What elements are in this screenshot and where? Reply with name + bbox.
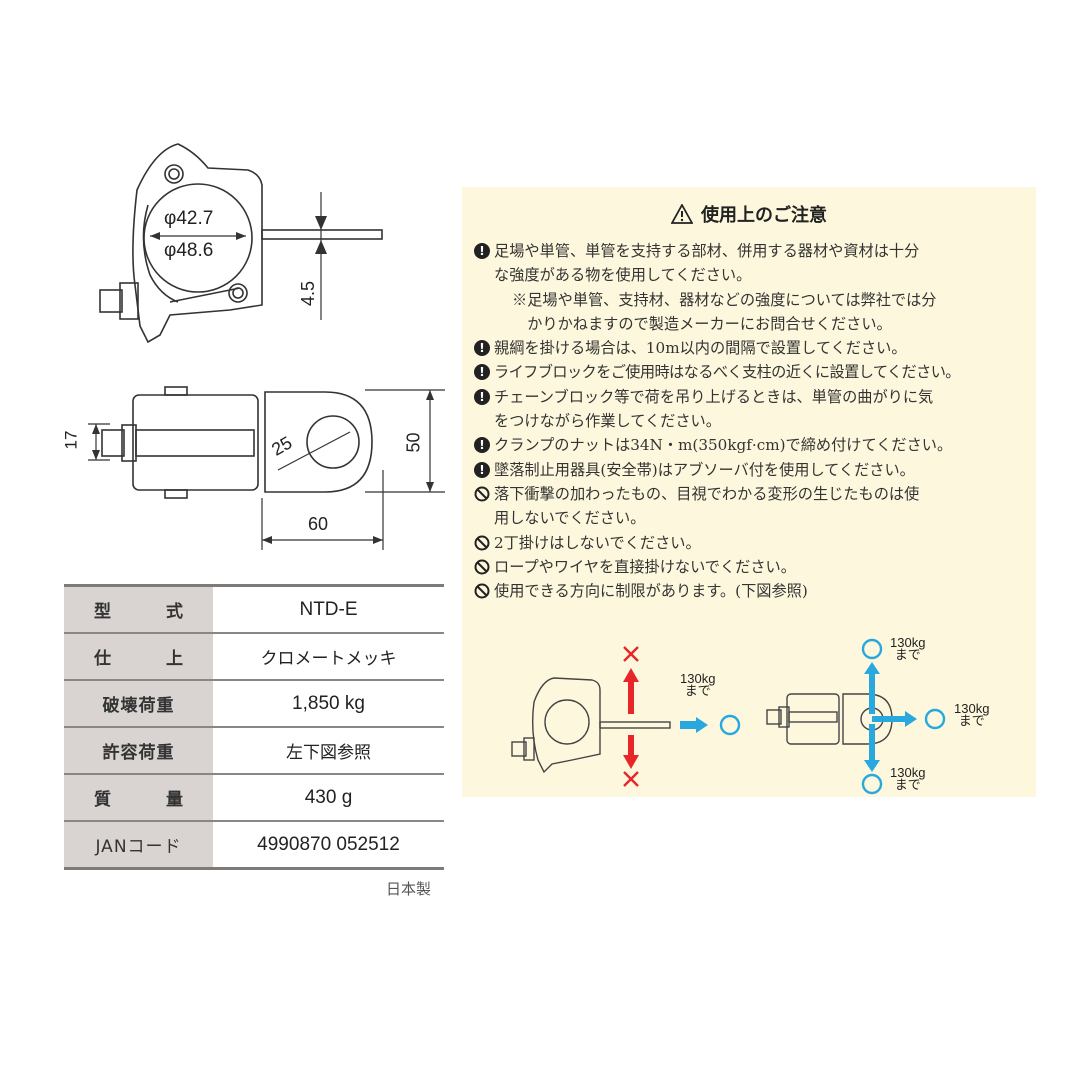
label-breaking-load: 破壊荷重: [102, 696, 175, 716]
dim-bolt-width: 17: [61, 430, 81, 450]
dim-height: 50: [403, 432, 424, 453]
list-item: 使用できる方向に制限があります。(下図参照): [474, 579, 1030, 603]
made-in-japan-note: 日本製: [386, 880, 432, 898]
prohibited-icon: [474, 559, 490, 575]
table-row: JANコード 4990870 052512: [64, 821, 444, 870]
prohibited-icon: [474, 486, 490, 502]
warning-triangle-icon: [671, 204, 693, 224]
dim-length: 60: [308, 514, 329, 534]
list-item: !ライフブロックをご使用時はなるべく支柱の近くに設置してください。: [474, 360, 1030, 384]
value-breaking-load: 1,850 kg: [213, 680, 444, 728]
clamp-top-view-drawing: [88, 386, 445, 550]
value-jan-code: 4990870 052512: [213, 821, 444, 870]
list-item: 2丁掛けはしないでください。: [474, 531, 1030, 555]
exclamation-icon: !: [474, 437, 490, 454]
clamp-side-view-drawing: [99, 143, 383, 344]
table-row: 型式 NTD-E: [64, 584, 444, 634]
label-model: 型: [94, 602, 111, 622]
list-item: !チェーンブロック等で荷を吊り上げるときは、単管の曲がりに気 をつけながら作業し…: [474, 385, 1030, 434]
caution-panel: 使用上のご注意 !足場や単管、単管を支持する部材、併用する器材や資材は十分 な強…: [462, 187, 1036, 797]
value-model: NTD-E: [213, 584, 444, 634]
side-load-diagram: [511, 646, 741, 787]
exclamation-icon: !: [474, 340, 490, 357]
label-mass: 質: [94, 790, 111, 810]
list-item: !墜落制止用器具(安全帯)はアブソーバ付を使用してください。: [474, 458, 1030, 482]
table-row: 質量 430 g: [64, 774, 444, 822]
table-row: 許容荷重 左下図参照: [64, 727, 444, 775]
caution-notes-list: !足場や単管、単管を支持する部材、併用する器材や資材は十分 な強度がある物を使用…: [474, 239, 1030, 603]
prohibited-icon: [474, 583, 490, 599]
label-jan-code: JANコード: [95, 837, 182, 857]
exclamation-icon: !: [474, 461, 490, 478]
top-load-diagram: [766, 638, 946, 795]
label-finish: 仕: [94, 649, 111, 669]
value-mass: 430 g: [213, 774, 444, 822]
value-finish: クロメートメッキ: [213, 633, 444, 681]
dim-plate-thickness: 4.5: [298, 280, 319, 307]
list-item: 落下衝撃の加わったもの、目視でわかる変形の生じたものは使 用しないでください。: [474, 482, 1030, 531]
list-item: ロープやワイヤを直接掛けないでください。: [474, 555, 1030, 579]
list-item: !親綱を掛ける場合は、10m以内の間隔で設置してください。: [474, 336, 1030, 360]
exclamation-icon: !: [474, 388, 490, 405]
table-row: 破壊荷重 1,850 kg: [64, 680, 444, 728]
exclamation-icon: !: [474, 364, 490, 381]
table-row: 仕上 クロメートメッキ: [64, 633, 444, 681]
exclamation-icon: !: [474, 243, 490, 259]
list-item: !クランプのナットは34N・m(350kgf·cm)で締め付けてください。: [474, 433, 1030, 457]
dim-inner-diameter: φ42.7: [164, 208, 214, 229]
list-item: ※足場や単管、支持材、器材などの強度については弊社では分 かりかねますので製造メ…: [512, 290, 937, 333]
value-allowable-load: 左下図参照: [213, 727, 444, 775]
spec-table: 型式 NTD-E 仕上 クロメートメッキ 破壊荷重 1,850 kg 許容荷重 …: [64, 584, 444, 870]
list-item: !足場や単管、単管を支持する部材、併用する器材や資材は十分 な強度がある物を使用…: [474, 239, 1030, 288]
prohibited-icon: [474, 535, 490, 551]
label-allowable-load: 許容荷重: [102, 743, 175, 763]
caution-title: 使用上のご注意: [701, 205, 827, 226]
dim-outer-diameter: φ48.6: [164, 240, 214, 261]
